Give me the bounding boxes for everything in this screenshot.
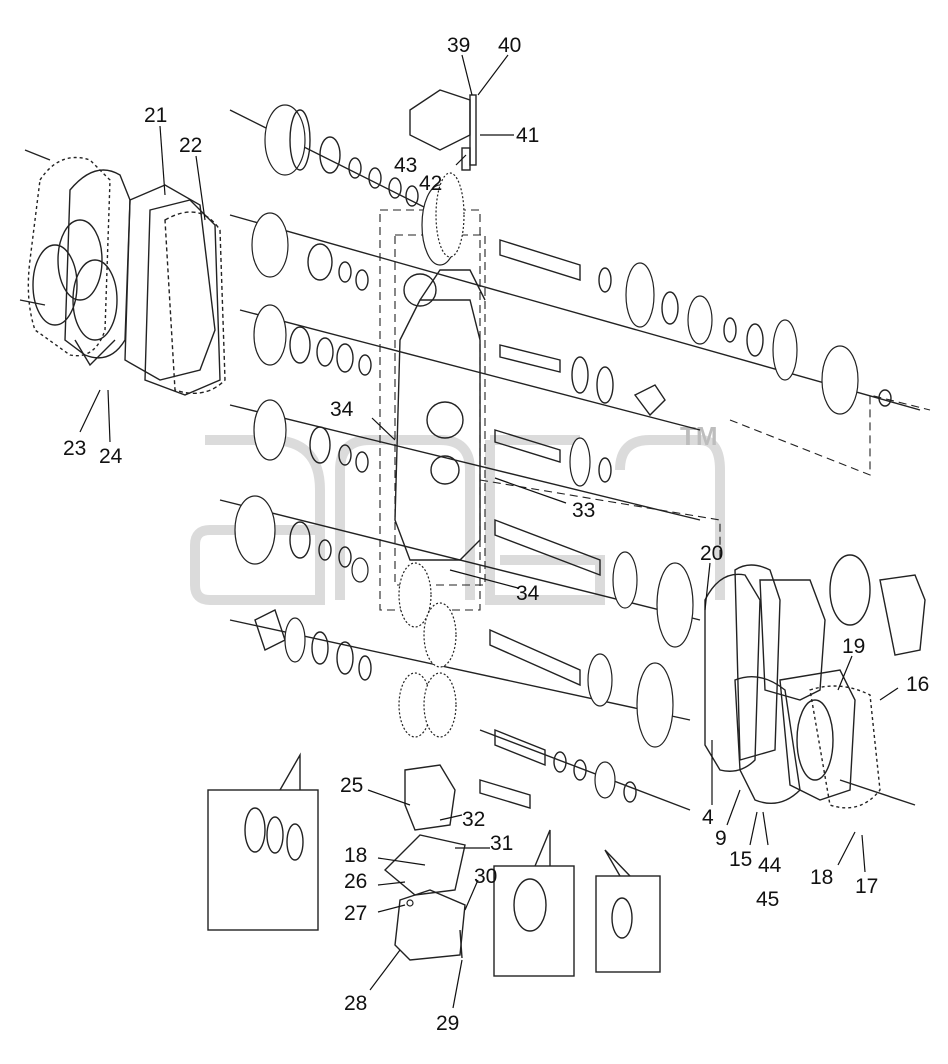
shaft-row-5	[219, 495, 701, 648]
callout-41: 41	[516, 124, 539, 147]
callout-31: 31	[490, 832, 513, 855]
callout-21: 21	[144, 104, 167, 127]
callout-40: 40	[498, 34, 521, 57]
callout-25: 25	[340, 774, 363, 797]
callout-16: 16	[906, 673, 929, 696]
oil-pan-assembly	[383, 764, 466, 961]
callout-34-lower: 34	[516, 582, 540, 605]
callout-17: 17	[855, 875, 878, 898]
callout-26: 26	[344, 870, 367, 893]
left-housing-assembly	[19, 149, 226, 396]
watermark-tm: TM	[680, 421, 718, 451]
valve-block	[409, 89, 477, 171]
callout-15: 15	[729, 848, 752, 871]
shaft-row-6	[229, 609, 691, 748]
callout-labels: 39 40 41 43 42 21 22 23 24 34 33 34 20 1…	[63, 34, 929, 1035]
callout-30: 30	[474, 865, 497, 888]
callout-20: 20	[700, 542, 723, 565]
callout-23: 23	[63, 437, 86, 460]
callout-28: 28	[344, 992, 367, 1015]
center-gear-stack	[398, 172, 465, 738]
callout-18-right: 18	[810, 866, 833, 889]
leader-lines	[79, 54, 899, 1009]
callout-32: 32	[462, 808, 485, 831]
callout-39: 39	[447, 34, 470, 57]
shaft-row-4	[229, 399, 701, 521]
callout-24: 24	[99, 445, 123, 468]
callout-43: 43	[394, 154, 417, 177]
routing-lines	[479, 394, 931, 560]
callout-45: 45	[756, 888, 779, 911]
detail-box-middle	[493, 829, 575, 977]
shaft-row-2	[229, 212, 921, 415]
shaft-row-7	[479, 728, 691, 811]
callout-18-left: 18	[344, 844, 367, 867]
detail-box-right	[595, 849, 661, 973]
callout-19: 19	[842, 635, 865, 658]
callout-34-upper: 34	[330, 398, 354, 421]
callout-44: 44	[758, 854, 782, 877]
callout-33: 33	[572, 499, 595, 522]
right-housing-assembly	[704, 554, 926, 809]
callout-22: 22	[179, 134, 202, 157]
center-housing	[379, 209, 486, 611]
callout-9: 9	[715, 827, 727, 850]
callout-42: 42	[419, 172, 442, 195]
callout-4: 4	[702, 806, 714, 829]
callout-27: 27	[344, 902, 367, 925]
detail-box-left	[207, 752, 319, 931]
callout-29: 29	[436, 1012, 459, 1035]
shaft-row-3	[239, 304, 701, 431]
